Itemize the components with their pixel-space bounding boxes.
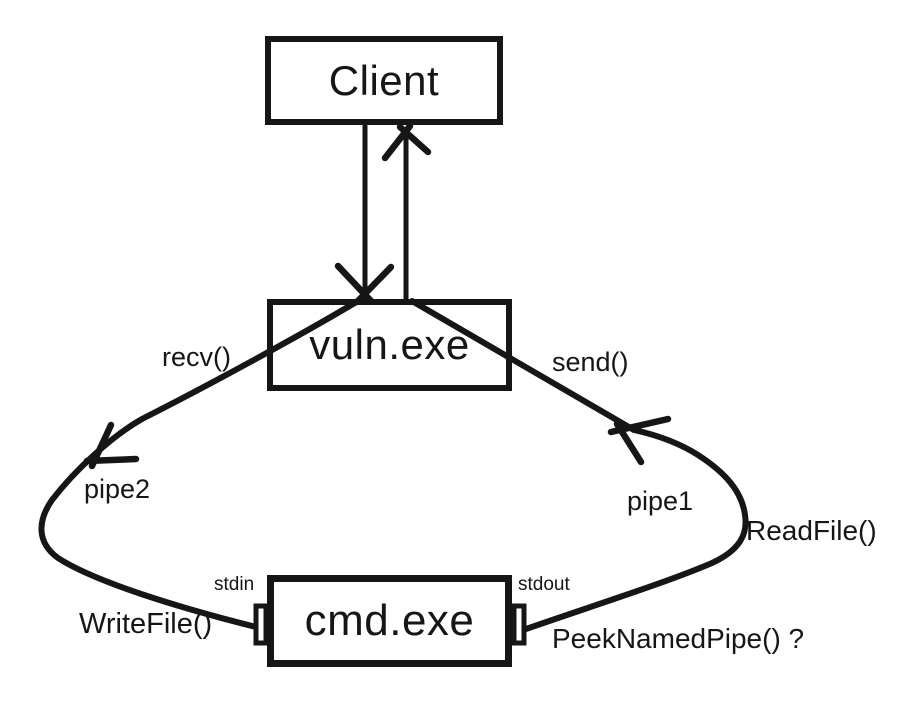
up-arrowhead-icon (381, 122, 432, 162)
peeknamedpipe-label: PeekNamedPipe() ? (552, 623, 805, 654)
client-node: Client (265, 36, 503, 125)
cmd-node: cmd.exe (267, 575, 512, 667)
send-label: send() (552, 347, 629, 377)
stdout-port (511, 603, 527, 646)
stdin-label: stdin (214, 574, 255, 595)
vuln-node: vuln.exe (267, 299, 512, 391)
vuln-node-label: vuln.exe (309, 321, 470, 368)
readfile-label: ReadFile() (746, 515, 877, 546)
pipe1-curve (409, 298, 749, 632)
pipe1-arrowhead-icon (607, 415, 672, 466)
stdout-label: stdout (518, 574, 570, 595)
pipe1-label: pipe1 (627, 486, 694, 516)
pipe2-curve (38, 295, 366, 630)
cmd-node-label: cmd.exe (304, 596, 475, 645)
recv-label: recv() (162, 342, 231, 372)
stdin-port (253, 603, 269, 646)
client-node-label: Client (328, 56, 440, 104)
pipe2-arrowhead-icon (83, 421, 140, 470)
pipe2-label: pipe2 (84, 474, 151, 504)
writefile-label: WriteFile() (79, 608, 213, 640)
